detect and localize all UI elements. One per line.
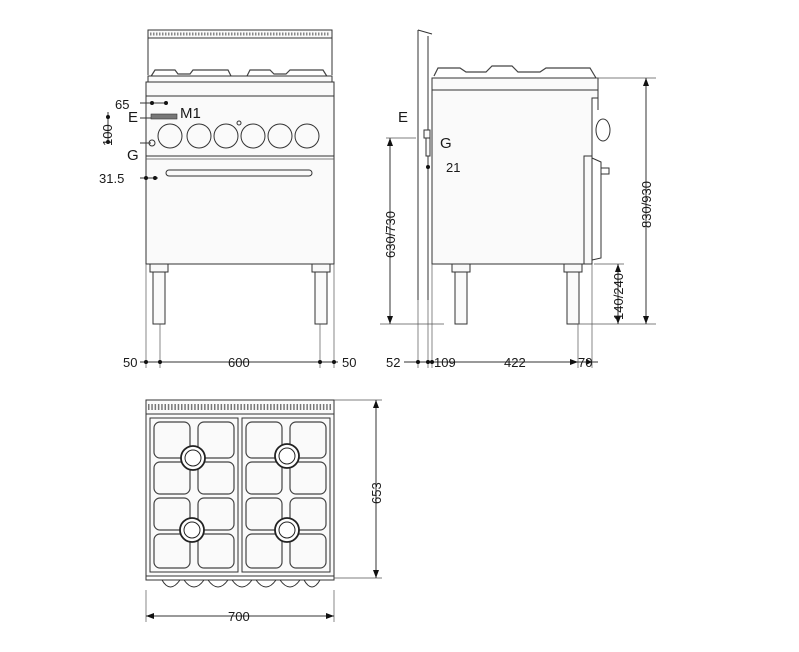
connection-g-side: G [440, 135, 452, 152]
dim-830-930: 830/930 [639, 181, 654, 228]
dim-side-70: 70 [578, 355, 592, 370]
connection-e-side: E [398, 109, 408, 126]
dim-side-109: 109 [434, 355, 456, 370]
dim-100: 100 [100, 124, 115, 146]
dim-side-52: 52 [386, 355, 400, 370]
top-view [145, 399, 382, 622]
side-view [380, 29, 656, 368]
dim-700: 700 [228, 609, 250, 624]
dim-653: 653 [369, 482, 384, 504]
dim-140-240: 140/240 [611, 273, 626, 320]
knob-row [157, 120, 320, 149]
dim-front-600: 600 [228, 355, 250, 370]
connection-g-front: G [127, 147, 139, 164]
dim-21: 21 [446, 160, 460, 175]
dim-side-422: 422 [504, 355, 526, 370]
dim-front-50-right: 50 [342, 355, 356, 370]
dim-front-50-left: 50 [123, 355, 137, 370]
module-label: M1 [180, 105, 201, 122]
dim-31-5: 31.5 [99, 171, 124, 186]
dim-65: 65 [115, 97, 129, 112]
connection-e-front: E [128, 109, 138, 126]
dim-630-730: 630/730 [383, 211, 398, 258]
front-view [106, 29, 338, 368]
burners [179, 443, 300, 543]
